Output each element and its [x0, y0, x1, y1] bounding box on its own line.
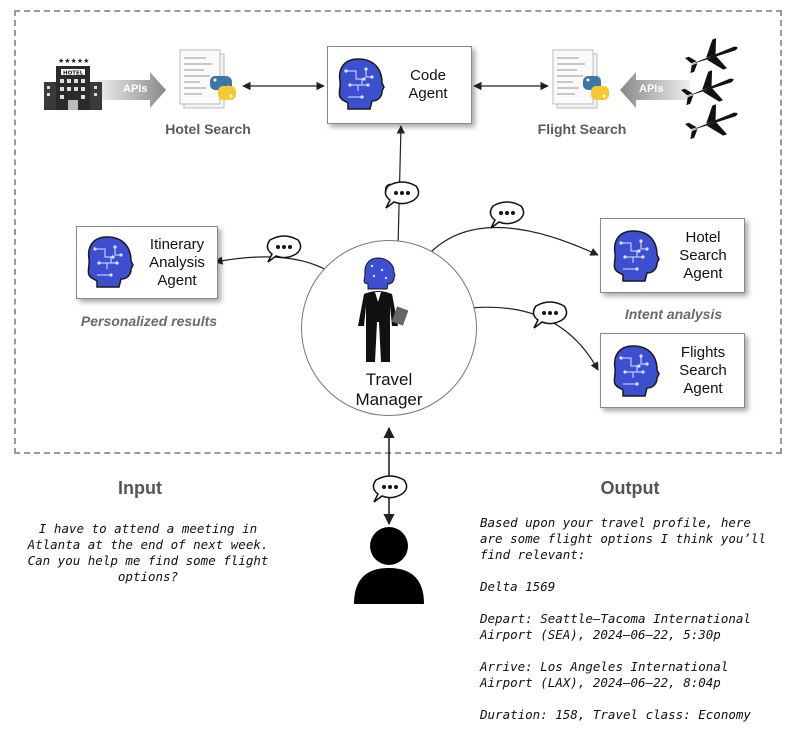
apis-arrow-left [98, 72, 166, 108]
apis-label-right: APIs [639, 83, 664, 95]
chat-bubble-icon [532, 301, 568, 329]
chat-bubble-icon [384, 181, 420, 209]
output-text: Based upon your travel profile, here are… [480, 515, 766, 722]
chat-bubble-icon [266, 235, 302, 263]
flight-search-caption: Flight Search [537, 121, 627, 137]
flight-python-script-icon [552, 49, 609, 109]
brain-head-icon [338, 58, 385, 110]
chat-bubble-icon [489, 201, 525, 229]
hotel-sign-text: HOTEL [63, 71, 84, 77]
user-icon [354, 527, 424, 604]
apis-label-left: APIs [123, 83, 148, 95]
brain-head-icon [87, 236, 134, 288]
brain-head-icon [613, 345, 660, 397]
input-title: Input [118, 478, 162, 498]
manager-hotel-connector [427, 226, 599, 256]
hotel-search-caption: Hotel Search [165, 121, 251, 137]
svg-text:★★★★★: ★★★★★ [58, 57, 89, 65]
manager-figure-icon [358, 257, 409, 362]
output-title: Output [600, 478, 660, 498]
chat-bubble-icon [372, 475, 408, 503]
brain-head-icon [613, 230, 660, 282]
personalized-results-caption: Personalized results [80, 313, 218, 329]
hotel-building-icon: ★★★★★ HOTEL [44, 57, 102, 110]
intent-analysis-caption: Intent analysis [624, 306, 723, 322]
system-boundary [14, 10, 782, 454]
airplanes-icon [680, 38, 738, 140]
input-text: I have to attend a meeting in Atlanta at… [27, 521, 269, 584]
hotel-python-script-icon [179, 49, 236, 109]
apis-arrow-right [620, 72, 690, 108]
